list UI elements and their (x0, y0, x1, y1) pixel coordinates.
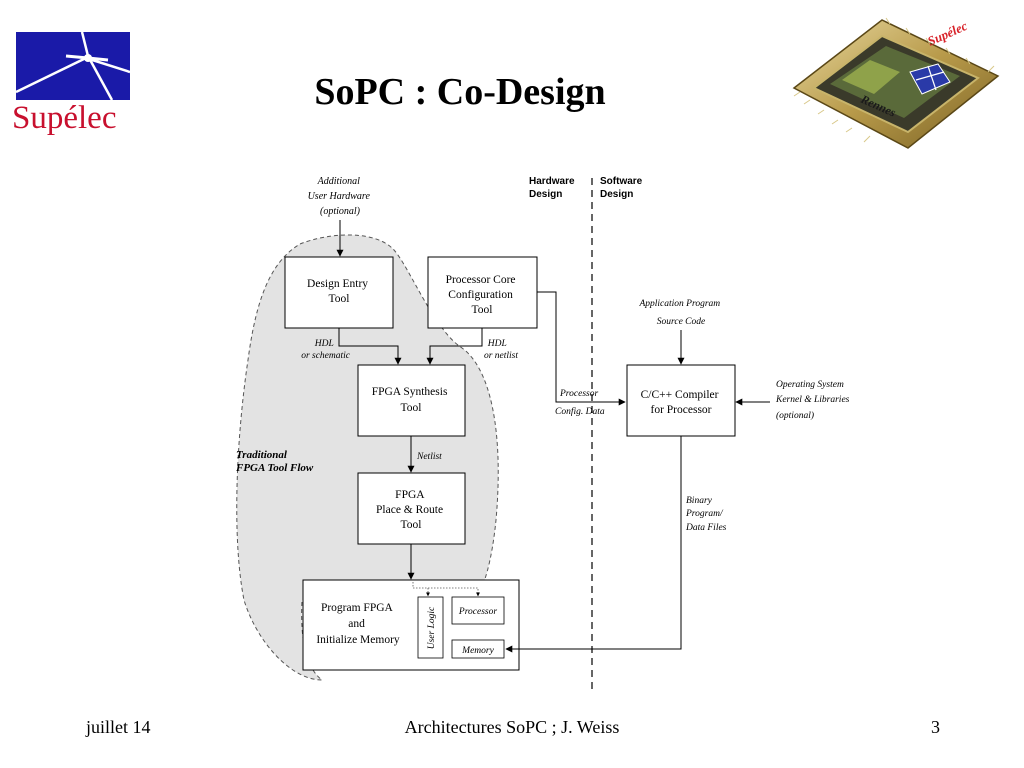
os-libraries-label: Operating System Kernel & Libraries (opt… (775, 380, 852, 421)
design-entry-tool-box: Design Entry Tool (284, 256, 394, 329)
compiler-box: C/C++ Compiler for Processor (626, 364, 736, 437)
netlist-label: Netlist (416, 452, 442, 462)
core-config-to-compiler-arrow (537, 291, 626, 406)
user-logic-box: User Logic (417, 596, 444, 659)
supelec-logo: Supélec (12, 32, 132, 142)
footer-date: juillet 14 (86, 717, 151, 737)
hardware-heading: Hardware Design (529, 176, 577, 200)
svg-text:FPGA Place & Route: FPGA Place & Route Tool (376, 489, 446, 531)
svg-text:Memory: Memory (461, 646, 494, 656)
hdl-netlist-label: HDL or netlist (484, 339, 518, 361)
slide-title: SoPC : Co-Design (314, 71, 606, 113)
svg-text:Processor Core Configu: Processor Core Configuration Tool (446, 274, 519, 316)
design-entry-to-synthesis-arrow (338, 328, 402, 365)
footer-course-title: Architectures SoPC ; J. Weiss (404, 717, 620, 737)
svg-text:Design Entry Tool: Design Entry Tool (307, 278, 371, 305)
traditional-flow-label: Traditional FPGA Tool Flow (235, 449, 314, 474)
additional-hardware-label: Additional User Hardware (optional) (308, 176, 373, 217)
svg-text:User Logic: User Logic (427, 606, 437, 649)
fpga-synthesis-tool-box: FPGA Synthesis Tool (357, 364, 466, 437)
fabric-dotted-connector (412, 582, 480, 597)
svg-text:Processor: Processor (458, 607, 497, 617)
processor-config-data-label: Processor Config. Data (555, 389, 605, 417)
processor-block-box: Processor (451, 596, 505, 625)
processor-core-config-tool-box: Processor Core Configuration Tool (427, 256, 538, 329)
compiler-to-memory-arrow (505, 436, 682, 653)
supelec-logo-flag (16, 32, 130, 100)
software-heading: Software Design (600, 176, 645, 200)
footer-page-number: 3 (931, 717, 940, 737)
svg-text:FPGA Synthesis Tool: FPGA Synthesis Tool (372, 386, 451, 414)
svg-text:C/C++ Compiler for Pro: C/C++ Compiler for Processor (641, 389, 722, 416)
binary-files-label: Binary Program/ Data Files (685, 496, 727, 533)
chip-image: Supélec Rennes (792, 17, 1000, 149)
svg-text:Program FPGA and: Program FPGA and Initialize Memory (316, 602, 400, 646)
fpga-place-route-tool-box: FPGA Place & Route Tool (357, 472, 466, 545)
logo-wordmark: Supélec (12, 100, 117, 136)
application-source-label: Application Program Source Code (638, 299, 722, 327)
core-config-to-synthesis-arrow (426, 328, 483, 365)
hdl-schematic-label: HDL or schematic (301, 339, 351, 361)
memory-block-box: Memory (451, 639, 505, 659)
